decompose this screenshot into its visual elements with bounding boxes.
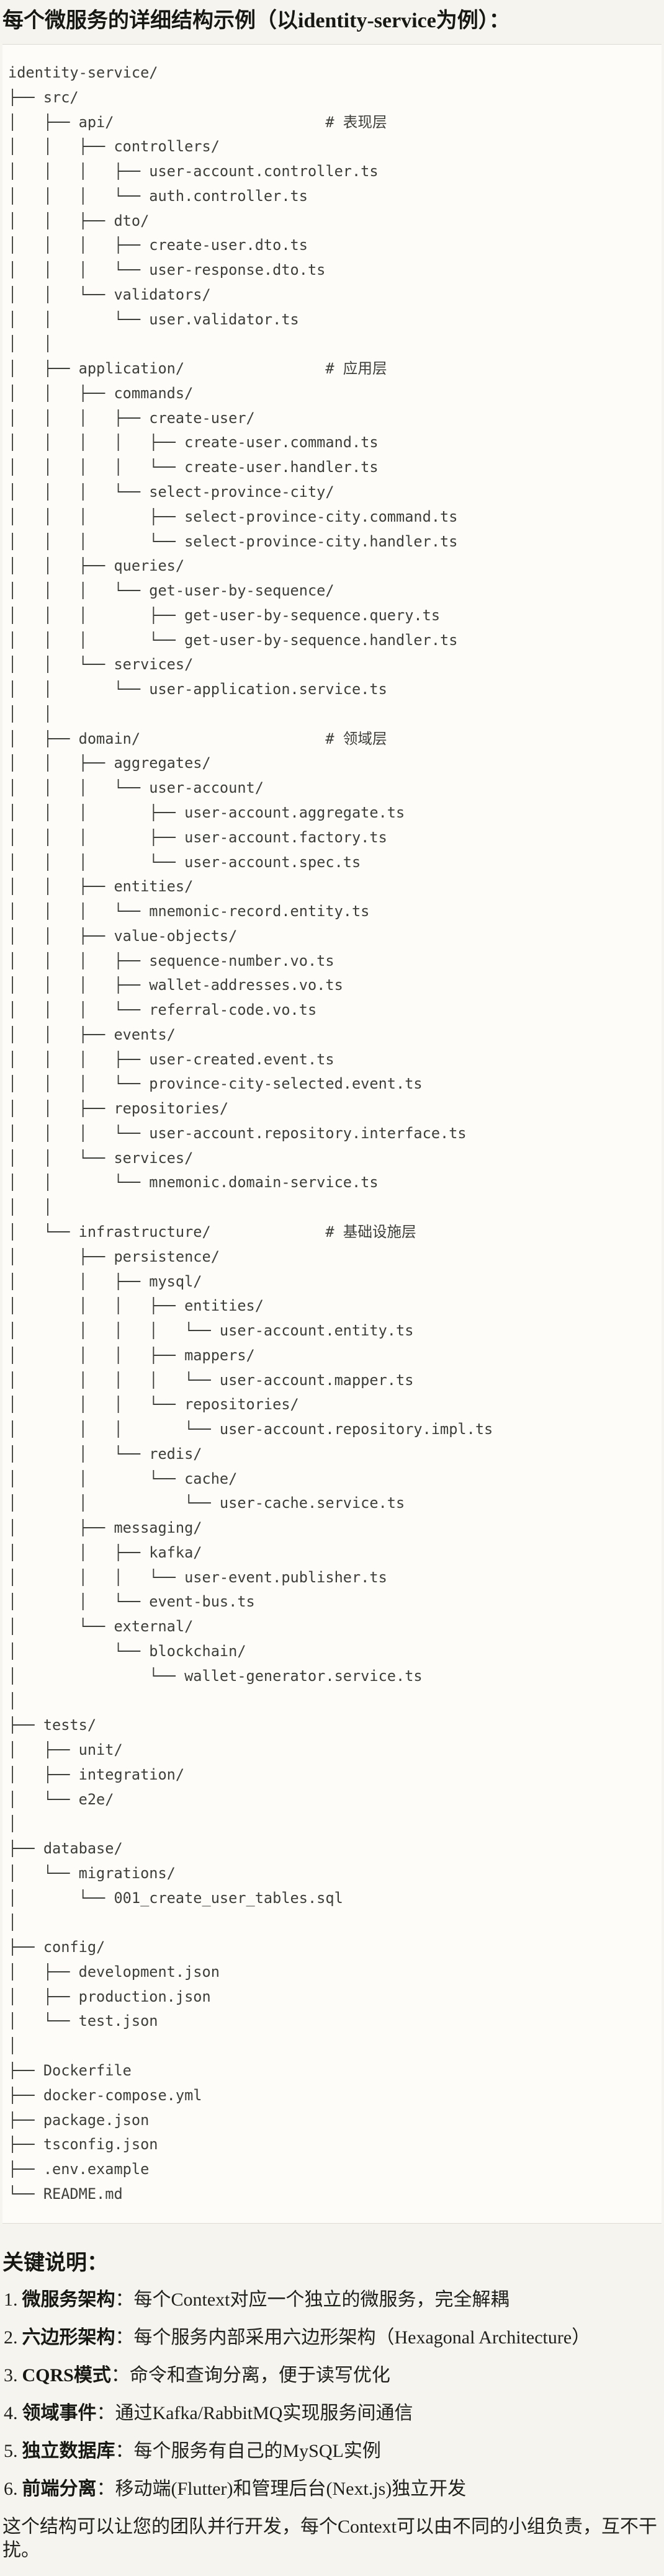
note-item-2: 2.六边形架构：每个服务内部采用六边形架构（Hexagonal Architec… [4, 2326, 662, 2350]
note-item-6: 6.前端分离：移动端(Flutter)和管理后台(Next.js)独立开发 [4, 2477, 662, 2501]
note-number: 5. [4, 2440, 18, 2461]
note-item-3: 3.CQRS模式：命令和查询分离，便于读写优化 [4, 2364, 662, 2387]
note-text: ：命令和查询分离，便于读写优化 [110, 2364, 390, 2386]
note-label: 领域事件 [22, 2402, 97, 2423]
note-label: CQRS模式 [22, 2364, 111, 2386]
note-item-4: 4.领域事件：通过Kafka/RabbitMQ实现服务间通信 [4, 2402, 662, 2425]
note-text: ：每个服务内部采用六边形架构（Hexagonal Architecture） [115, 2327, 591, 2348]
note-item-5: 5.独立数据库：每个服务有自己的MySQL实例 [4, 2440, 662, 2463]
notes-list: 1.微服务架构：每个Context对应一个独立的微服务，完全解耦 2.六边形架构… [2, 2288, 662, 2501]
note-text: ：每个服务有自己的MySQL实例 [115, 2440, 381, 2461]
note-number: 2. [4, 2327, 18, 2348]
note-number: 3. [4, 2364, 18, 2386]
note-label: 六边形架构 [22, 2327, 115, 2348]
note-label: 前端分离 [22, 2478, 97, 2499]
note-label: 微服务架构 [22, 2289, 115, 2310]
note-item-1: 1.微服务架构：每个Context对应一个独立的微服务，完全解耦 [4, 2288, 662, 2312]
note-number: 6. [4, 2478, 18, 2499]
page-title: 每个微服务的详细结构示例（以identity-service为例）： [2, 9, 510, 32]
closing-paragraph: 这个结构可以让您的团队并行开发，每个Context可以由不同的小组负责，互不干扰… [2, 2516, 657, 2560]
note-label: 独立数据库 [22, 2440, 115, 2461]
note-number: 4. [4, 2402, 18, 2423]
note-text: ：每个Context对应一个独立的微服务，完全解耦 [115, 2289, 509, 2310]
directory-tree: identity-service/ ├── src/ │ ├── api/ # … [8, 64, 493, 2203]
code-block: identity-service/ ├── src/ │ ├── api/ # … [2, 44, 662, 2224]
note-text: ：移动端(Flutter)和管理后台(Next.js)独立开发 [96, 2478, 467, 2499]
note-text: ：通过Kafka/RabbitMQ实现服务间通信 [96, 2402, 413, 2423]
notes-heading: 关键说明： [2, 2251, 108, 2275]
note-number: 1. [4, 2289, 18, 2310]
